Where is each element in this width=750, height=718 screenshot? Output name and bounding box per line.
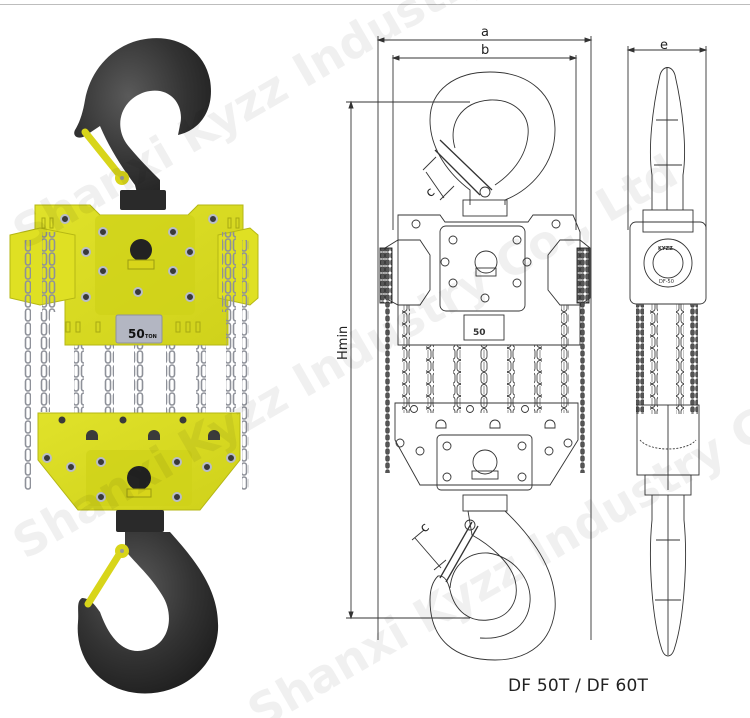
side-cover-brand: KYZZ bbox=[658, 246, 673, 252]
lower-block bbox=[37, 412, 241, 511]
bottom-hook bbox=[77, 510, 219, 694]
label-b: b bbox=[481, 43, 489, 58]
drawing-capacity-number: 50 bbox=[473, 328, 486, 338]
dimension-a bbox=[376, 36, 593, 640]
top-hook bbox=[74, 38, 211, 210]
line-drawing-side-view: KYZZ DF-50 bbox=[626, 46, 708, 657]
label-c-top: c bbox=[423, 185, 438, 201]
rendered-front-view: 50 TON bbox=[9, 38, 259, 694]
label-hmin: Hmin bbox=[336, 326, 351, 360]
dimension-b bbox=[391, 55, 578, 230]
label-a: a bbox=[481, 25, 489, 40]
capacity-plate bbox=[115, 314, 163, 344]
model-caption: DF 50T / DF 60T bbox=[508, 676, 649, 696]
capacity-number: 50 bbox=[128, 327, 145, 341]
line-drawing-front-view: 50 bbox=[346, 36, 593, 661]
capacity-unit: TON bbox=[145, 334, 157, 340]
label-e: e bbox=[660, 38, 668, 53]
load-chains bbox=[24, 240, 249, 490]
side-cover-model: DF-50 bbox=[659, 279, 674, 285]
top-divider bbox=[0, 4, 750, 5]
dimension-e bbox=[626, 46, 708, 230]
